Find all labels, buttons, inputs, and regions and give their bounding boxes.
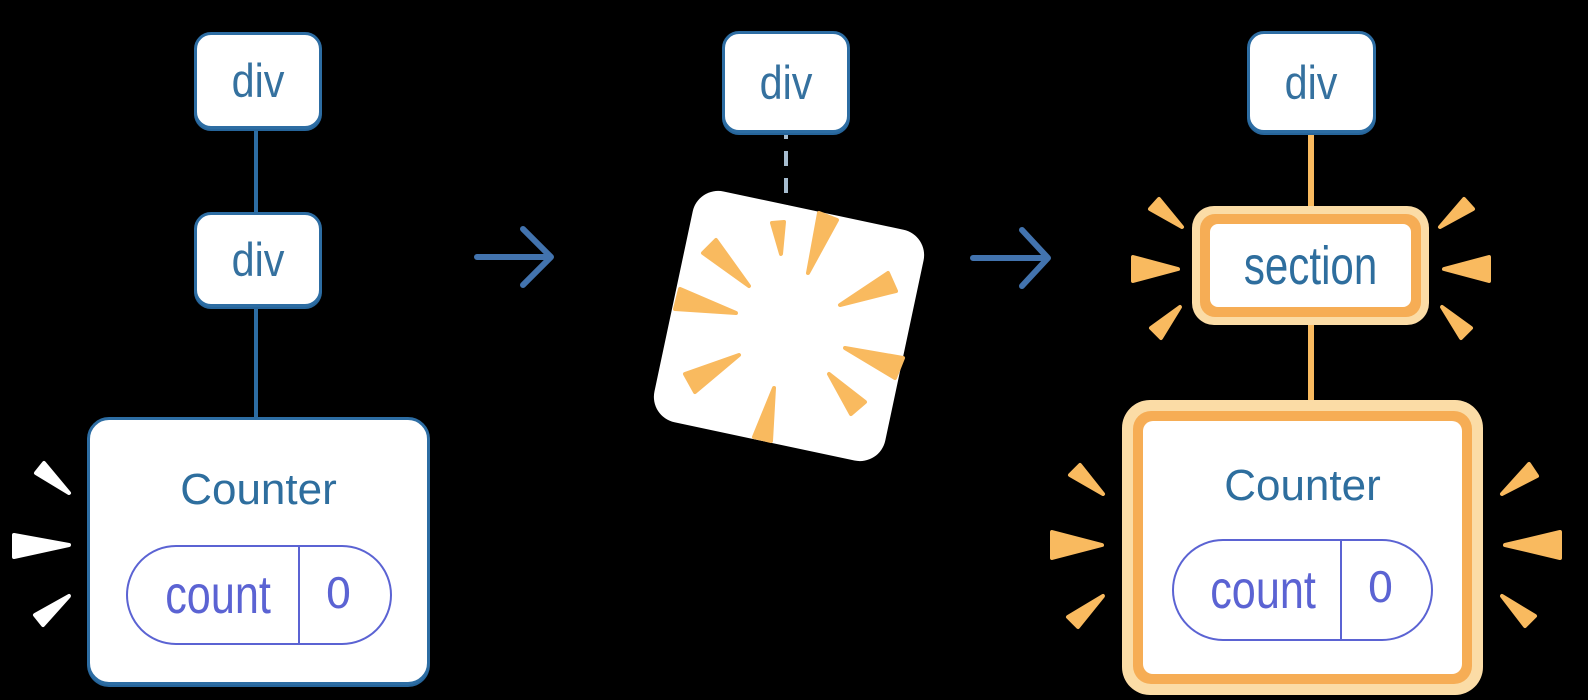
state-pill: count 0: [1172, 538, 1433, 641]
arrow-right-icon: [474, 226, 554, 288]
dom-node-div: div: [194, 212, 322, 307]
poof-burst-icon: [673, 211, 905, 443]
counter-component-card: Counter count 0: [87, 417, 430, 685]
state-key: count: [165, 565, 272, 625]
spark-icon-orange: [1131, 197, 1491, 340]
state-value: 0: [1367, 563, 1394, 612]
state-pill: count 0: [125, 545, 392, 645]
dom-node-div: div: [722, 31, 850, 133]
dom-node-label: div: [231, 54, 285, 107]
dom-node-div: div: [194, 32, 322, 129]
dom-node-label: section: [1243, 235, 1378, 296]
state-key: count: [1210, 559, 1316, 620]
component-title: Counter: [180, 465, 337, 514]
state-value: 0: [325, 568, 352, 618]
state-pill-divider: [1340, 540, 1342, 639]
spark-icon-white: [12, 461, 71, 627]
dom-node-label: div: [1285, 55, 1338, 109]
dom-node-label: div: [231, 233, 285, 286]
arrow-right-icon: [970, 227, 1051, 289]
counter-component-card-highlight: Counter count 0: [1122, 400, 1483, 695]
poof-card: [653, 190, 925, 462]
dom-node-div: div: [1247, 31, 1376, 133]
spark-icon-orange: [1050, 462, 1562, 629]
section-node-highlight: section: [1192, 206, 1429, 325]
state-pill-divider: [297, 547, 300, 643]
dom-node-label: div: [759, 55, 813, 109]
component-title: Counter: [1224, 460, 1381, 510]
